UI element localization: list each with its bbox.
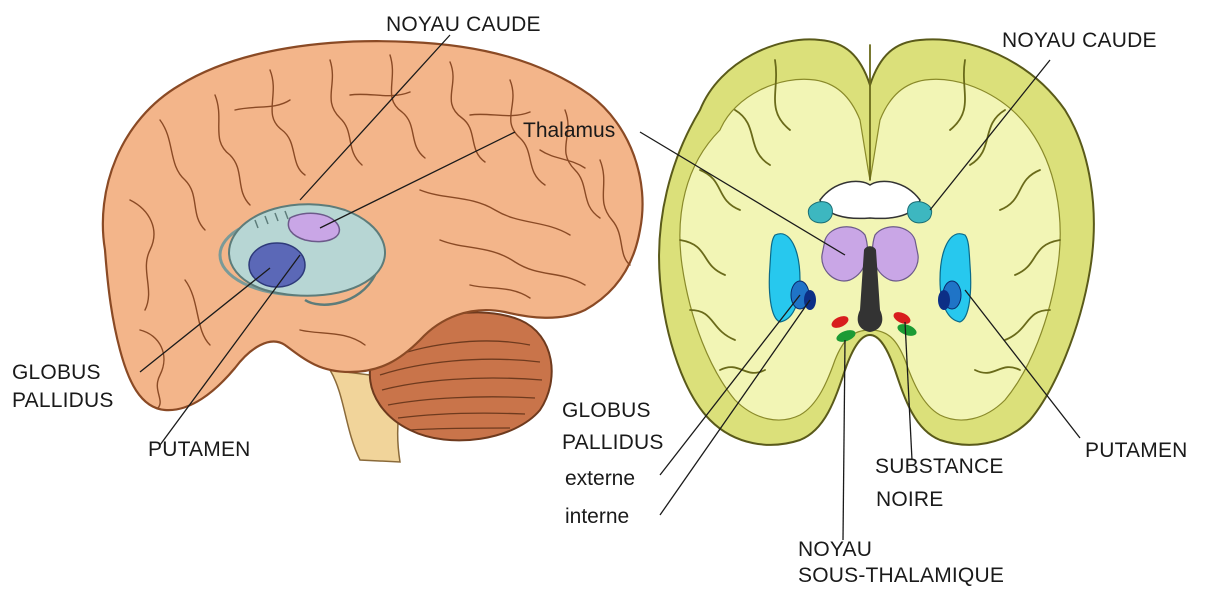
label-gp-interne: interne [565,504,629,530]
caudate-left [808,202,832,223]
label-left-noyau-caude: NOYAU CAUDE [386,12,541,38]
label-right-globus-line1: GLOBUS [562,398,651,424]
corpus-callosum [820,181,920,218]
label-left-globus-line1: GLOBUS [12,360,101,386]
label-right-putamen: PUTAMEN [1085,438,1188,464]
label-left-putamen: PUTAMEN [148,437,251,463]
gp-interne-right [938,290,950,310]
label-right-globus-line2: PALLIDUS [562,430,664,456]
thalamus-right [873,227,919,281]
label-substance-line2: NOIRE [876,487,944,513]
label-left-globus-line2: PALLIDUS [12,388,114,414]
label-right-noyau-caude: NOYAU CAUDE [1002,28,1157,54]
globus-pallidus-lateral [249,243,305,287]
label-thalamus: Thalamus [523,118,615,144]
thalamus-left [822,227,868,281]
caudate-right [908,202,932,223]
label-substance-line1: SUBSTANCE [875,454,1004,480]
label-noyau-line2: SOUS-THALAMIQUE [798,563,1004,589]
label-gp-externe: externe [565,466,635,492]
coronal-section-view [659,39,1094,444]
label-noyau-line1: NOYAU [798,537,872,563]
